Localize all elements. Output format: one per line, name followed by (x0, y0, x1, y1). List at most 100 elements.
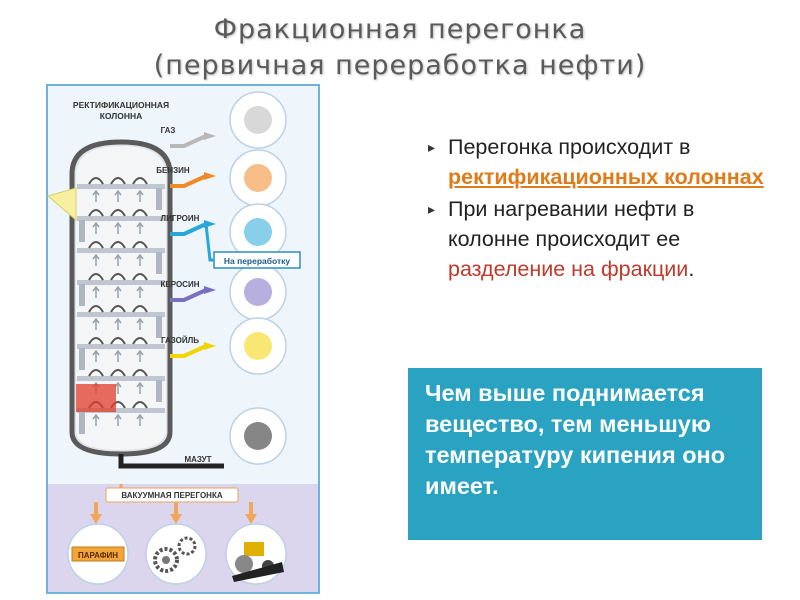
fraction-4: КЕРОСИН (161, 263, 287, 321)
downcomer (156, 252, 162, 274)
paraffin-label: ПАРАФИН (78, 551, 118, 560)
bullet-item-1: ▸ Перегонка происходит в ректификационны… (426, 132, 776, 192)
bullet-2-highlight: разделение на фракции (448, 257, 689, 281)
bullet-arrow-icon: ▸ (428, 139, 436, 155)
road-roller-product (225, 523, 287, 585)
vapor-arrow (136, 349, 144, 362)
bubble-cap (132, 401, 148, 409)
fraction-pipe (170, 288, 207, 302)
bubble-cap (110, 305, 126, 313)
downcomer (79, 284, 85, 306)
callout-text: Чем выше поднимается вещество, тем меньш… (425, 380, 726, 499)
vapor-arrow (136, 189, 144, 202)
downcomer (79, 220, 85, 242)
page-subtitle: (первичная переработка нефти) (153, 50, 647, 81)
bubble-cap (88, 337, 104, 345)
fraction-5: ГАЗОЙЛЬ (161, 317, 287, 375)
fraction-6: МАЗУТ (184, 407, 287, 465)
tray (77, 344, 165, 349)
bubble-cap (88, 241, 104, 249)
fraction-arrow (204, 132, 216, 140)
vapor-arrow (136, 285, 144, 298)
column-label: РЕКТИФИКАЦИОННАЯ (73, 100, 169, 110)
vacuum-label-box (105, 487, 239, 503)
vapor-arrow (136, 317, 144, 330)
fraction-label: КЕРОСИН (161, 280, 200, 289)
downcomer (79, 412, 85, 434)
bullet-1-highlight: ректификационных колоннах (448, 165, 764, 189)
vapor-arrow (92, 253, 100, 266)
downcomer (79, 348, 85, 370)
tray (77, 408, 165, 413)
fraction-label: ГАЗ (161, 126, 176, 135)
bubble-cap (110, 273, 126, 281)
fraction-label: ЛИГРОИН (161, 214, 200, 223)
bubble-cap (110, 209, 126, 217)
vapor-arrow (136, 253, 144, 266)
fraction-arrow (204, 342, 216, 350)
mazut-pipe (118, 454, 224, 469)
tray (77, 376, 165, 381)
vapor-arrow (92, 221, 100, 234)
bubble-cap (132, 337, 148, 345)
downcomer (156, 380, 162, 402)
bubble-cap (132, 305, 148, 313)
fraction-3: ЛИГРОИН (161, 203, 287, 261)
vapor-arrow (92, 189, 100, 202)
vacuum-label: ВАКУУМНАЯ ПЕРЕГОНКА (121, 491, 222, 500)
bubble-cap (110, 177, 126, 185)
vapor-arrow (114, 189, 122, 202)
downcomer (156, 316, 162, 338)
bubble-cap (132, 369, 148, 377)
bubble-cap (110, 337, 126, 345)
bullet-arrow-icon: ▸ (428, 201, 436, 217)
bubble-cap (88, 273, 104, 281)
bubble-cap (88, 209, 104, 217)
vapor-arrow (136, 413, 144, 426)
fraction-pipe (170, 222, 207, 236)
vapor-arrow (114, 285, 122, 298)
fraction-pipe (170, 344, 207, 358)
fraction-label: ГАЗОЙЛЬ (161, 336, 199, 345)
tray (77, 184, 165, 189)
vapor-arrow (92, 413, 100, 426)
paraffin-icon (71, 546, 125, 562)
downcomer (156, 188, 162, 210)
vapor-arrow (114, 317, 122, 330)
vapor-arrow (114, 349, 122, 362)
bubble-cap (132, 273, 148, 281)
vapor-arrow (92, 317, 100, 330)
fraction-1: ГАЗ (161, 91, 287, 149)
tray (77, 312, 165, 317)
fraction-arrow (204, 286, 216, 294)
fraction-label: БЕНЗИН (156, 166, 190, 175)
bubble-cap (88, 305, 104, 313)
na-pererabotku-label: На переработку (224, 256, 291, 266)
feed-arrow (46, 187, 77, 222)
road-roller-icon (232, 542, 284, 582)
fraction-label: МАЗУТ (184, 455, 211, 464)
bubble-cap (88, 177, 104, 185)
gears-product (145, 523, 207, 585)
callout-box: Чем выше поднимается вещество, тем меньш… (408, 368, 762, 540)
vapor-arrow (114, 253, 122, 266)
fraction-2: БЕНЗИН (156, 149, 287, 207)
vapor-arrow (92, 285, 100, 298)
fraction-pipe (170, 174, 207, 188)
fraction-pipe (170, 134, 207, 148)
tray (77, 216, 165, 221)
vapor-arrow (114, 221, 122, 234)
bubble-cap (110, 241, 126, 249)
bubble-cap (132, 209, 148, 217)
column-label-2: КОЛОННА (100, 111, 143, 121)
fraction-arrow (204, 172, 216, 180)
bubble-cap (110, 369, 126, 377)
vapor-arrow (136, 221, 144, 234)
bullet-1-text: Перегонка происходит в (448, 135, 691, 159)
gears-icon (153, 536, 197, 573)
heat-zone (76, 384, 116, 412)
bullet-list: ▸ Перегонка происходит в ректификационны… (426, 132, 776, 286)
bubble-cap (132, 241, 148, 249)
tray (77, 248, 165, 253)
bullet-2-text: При нагревании нефти в колонне происходи… (448, 197, 695, 251)
